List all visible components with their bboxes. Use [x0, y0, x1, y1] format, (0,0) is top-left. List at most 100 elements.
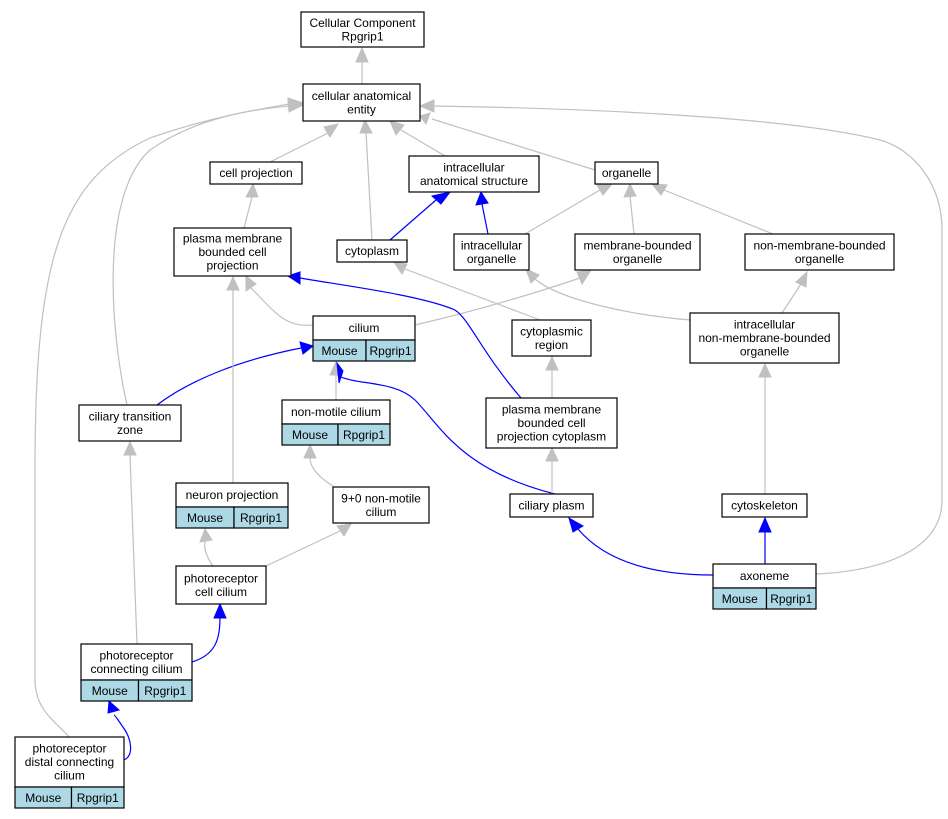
arrowhead	[213, 602, 227, 619]
arrowhead	[287, 97, 305, 111]
arrowhead	[475, 190, 489, 206]
node-box	[511, 319, 592, 357]
node-cytoplasm[interactable]: cytoplasm	[336, 239, 408, 263]
node-label: membrane-bounded	[583, 238, 691, 252]
arrowhead	[299, 341, 315, 355]
edge-line	[34, 103, 290, 738]
edge-line	[265, 530, 341, 567]
edge-is-a	[419, 112, 596, 171]
node-label: organelle	[467, 252, 517, 266]
edge-is-a	[243, 182, 259, 229]
node-label: photoreceptor	[32, 742, 106, 756]
arrowhead	[795, 270, 808, 288]
edge-line	[269, 132, 329, 163]
edge-is-a	[623, 182, 637, 235]
node-box	[209, 161, 303, 185]
edge-line	[663, 189, 774, 235]
edge-is-a	[545, 446, 559, 494]
edge-line	[577, 528, 714, 576]
edge-line	[340, 376, 556, 495]
annotation-species: Mouse	[187, 511, 223, 525]
node-box	[78, 404, 182, 442]
arrowhead	[336, 361, 344, 384]
node-box	[712, 563, 817, 589]
node-label: anatomical structure	[420, 174, 528, 188]
node-label: connecting cilium	[90, 662, 182, 676]
arrowhead	[545, 355, 559, 371]
edge-is-a	[34, 97, 305, 738]
node-label: photoreceptor	[184, 571, 258, 585]
node-label: bounded cell	[198, 245, 266, 259]
node-box	[302, 83, 421, 122]
annotation-gene: Rpgrip1	[240, 511, 282, 525]
edge-line	[204, 539, 214, 567]
edge-line	[404, 268, 541, 321]
arrowhead	[418, 99, 435, 113]
node-label: photoreceptor	[99, 648, 173, 662]
arrowhead	[596, 183, 614, 196]
edge-is-a	[123, 440, 138, 645]
edge-is-a	[303, 443, 334, 487]
node-label: cell cilium	[195, 585, 247, 599]
edge-line	[156, 347, 302, 406]
edge-line	[191, 617, 221, 663]
node-label: organelle	[795, 252, 845, 266]
node-box	[509, 493, 594, 518]
node-label: zone	[117, 423, 143, 437]
node-label: cytoplasmic	[520, 324, 583, 338]
edge-line	[389, 199, 437, 241]
node-cell-projection[interactable]: cell projection	[209, 161, 303, 185]
arrowhead	[389, 120, 405, 136]
node-intracellular-non-membrane-bounded-organelle[interactable]: intracellularnon-membrane-boundedorganel…	[689, 312, 840, 364]
edge-is-a	[781, 270, 808, 314]
node-label: neuron projection	[186, 488, 279, 502]
arrowhead	[336, 523, 352, 537]
edge-is-a	[265, 523, 352, 567]
arrowhead	[576, 269, 593, 286]
edge-part-of	[568, 516, 714, 576]
node-label: cellular anatomical	[312, 89, 411, 103]
annotation-species: Mouse	[25, 791, 61, 805]
edge-is-a	[269, 123, 340, 163]
node-cytoskeleton[interactable]: cytoskeleton	[721, 493, 808, 518]
node-label: ciliary transition	[89, 409, 172, 423]
edge-line	[524, 189, 601, 235]
edge-is-a	[525, 268, 691, 321]
node-label: cilium	[54, 769, 85, 783]
node-box	[721, 493, 808, 518]
node-organelle[interactable]: organelle	[594, 161, 659, 185]
edge-is-a	[414, 269, 593, 326]
node-ciliary-plasm[interactable]: ciliary plasm	[509, 493, 594, 518]
edge-is-a	[226, 275, 240, 483]
node-label: cytoplasm	[345, 244, 399, 258]
edge-is-a	[392, 261, 541, 321]
arrowhead	[545, 446, 559, 462]
edge-line	[129, 454, 138, 645]
arrowhead	[123, 440, 137, 456]
edge-line	[400, 129, 446, 157]
node-label: bounded cell	[517, 416, 585, 430]
arrowhead	[323, 123, 340, 138]
node-box	[175, 565, 267, 605]
node-label: intracellular	[461, 238, 522, 252]
edge-line	[250, 287, 314, 326]
